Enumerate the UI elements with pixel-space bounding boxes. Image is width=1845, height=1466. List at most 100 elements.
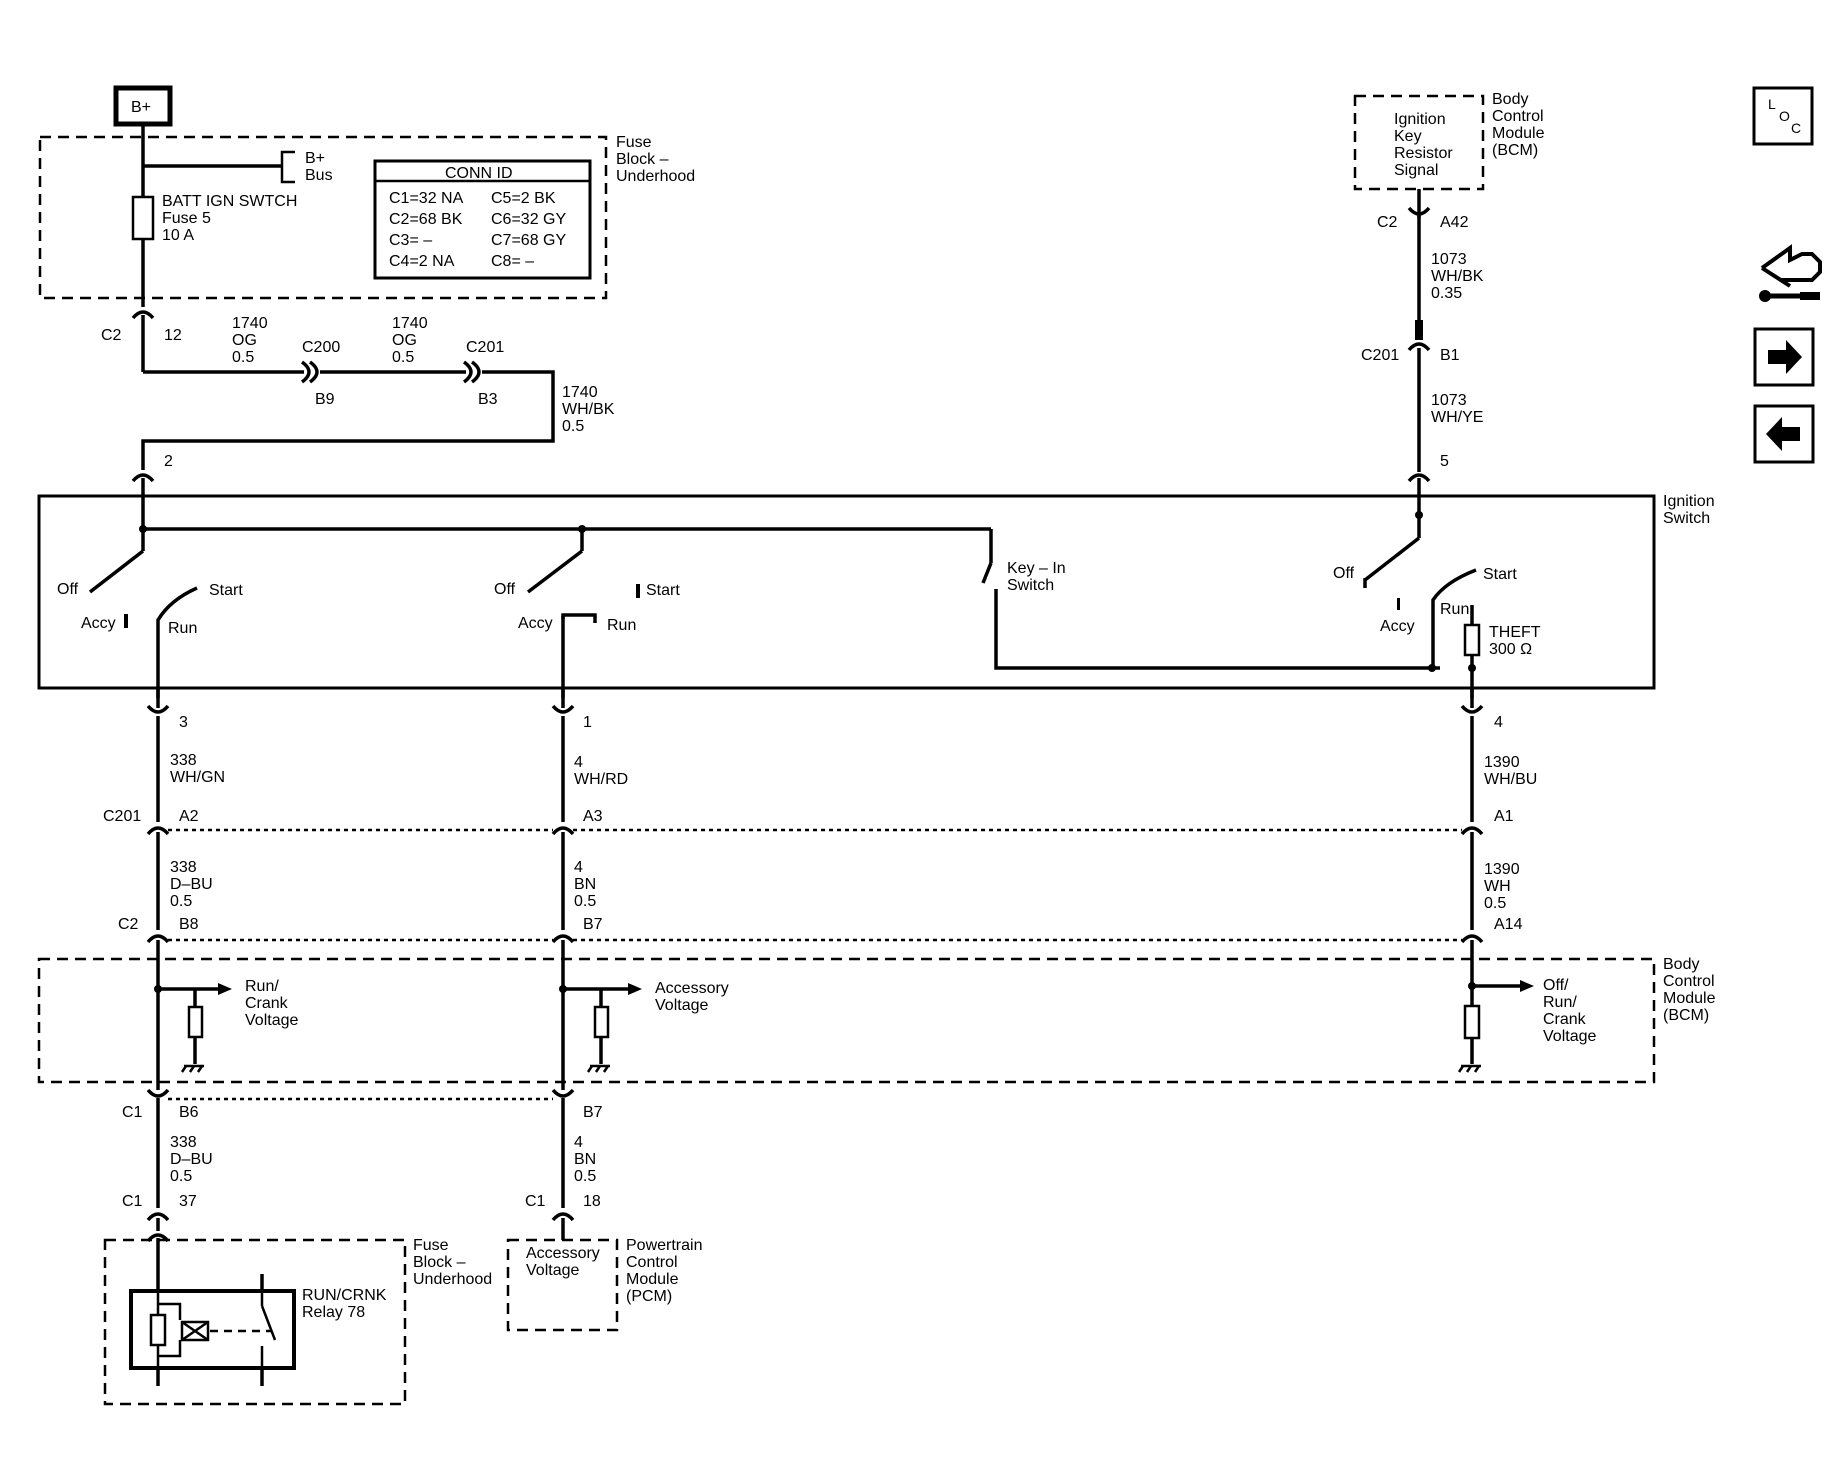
accessory-voltage-label: Accessory Voltage <box>655 980 733 1014</box>
run-crnk-relay <box>129 1274 296 1386</box>
svg-text:C1=32 NA: C1=32 NA <box>389 190 464 207</box>
wire-1740-og-b: 1740 OG 0.5 <box>392 315 432 366</box>
theft-resistor-icon <box>1463 623 1481 657</box>
loc-o: O <box>1779 108 1790 124</box>
sw3-start: Start <box>1483 566 1517 583</box>
pin-2: 2 <box>164 453 173 470</box>
wire-338-dbu-a: 338 D–BU 0.5 <box>170 859 217 910</box>
pin-a42: A42 <box>1440 214 1469 231</box>
run-crank-voltage-label: Run/ Crank Voltage <box>245 978 298 1029</box>
svg-text:C2=68 BK: C2=68 BK <box>389 211 463 228</box>
conn-id-title: CONN ID <box>445 165 513 182</box>
pin-1: 1 <box>583 714 592 731</box>
ignition-switch-box <box>37 494 1656 690</box>
pulldown-resistor-1-icon <box>187 1005 204 1039</box>
pin-b8: B8 <box>179 916 199 933</box>
sw2-start: Start <box>646 582 680 599</box>
pin-b7: B7 <box>583 916 603 933</box>
ground-icon-1 <box>180 1064 204 1073</box>
sw1-off: Off <box>57 581 79 598</box>
loc-c: C <box>1791 120 1801 136</box>
fuse-block-underhood-bottom <box>103 1238 407 1406</box>
bcm-mid-label: Body Control Module (BCM) <box>1663 956 1720 1024</box>
relay-label: RUN/CRNK Relay 78 <box>302 1287 391 1321</box>
svg-text:C7=68 GY: C7=68 GY <box>491 232 566 249</box>
pin-b1: B1 <box>1440 347 1460 364</box>
pcm-box <box>506 1238 619 1332</box>
ignition-key-resistor-label: Ignition Key Resistor Signal <box>1394 111 1457 179</box>
ignition-switch-label: Ignition Switch <box>1663 493 1719 527</box>
wire-4-whrd: 4 WH/RD <box>574 754 628 788</box>
pin-4: 4 <box>1494 714 1503 731</box>
connector-c2-mid: C2 <box>118 916 139 933</box>
loc-l: L <box>1768 96 1776 112</box>
fuse-icon <box>131 195 155 241</box>
connector-c201-top: C201 <box>466 339 504 356</box>
connector-c2-top: C2 <box>101 327 122 344</box>
fuse-block-top-label: Fuse Block – Underhood <box>616 134 695 185</box>
arrow-left-icon[interactable] <box>1753 404 1815 464</box>
connector-c200: C200 <box>302 339 340 356</box>
loc-button[interactable]: L O C <box>1752 86 1814 146</box>
connector-c2-bcm: C2 <box>1377 214 1398 231</box>
wire-1073-whbk: 1073 WH/BK 0.35 <box>1431 251 1488 302</box>
pin-b6: B6 <box>179 1104 199 1121</box>
svg-text:C8= –: C8= – <box>491 253 534 270</box>
theft-label: THEFT 300 Ω <box>1489 624 1545 658</box>
wire-4-bn-a: 4 BN 0.5 <box>574 859 601 910</box>
sw1-accy: Accy <box>81 615 116 632</box>
connector-c1-a: C1 <box>122 1104 143 1121</box>
sw1-run: Run <box>168 620 197 637</box>
pin-b9: B9 <box>315 391 335 408</box>
svg-text:C4=2 NA: C4=2 NA <box>389 253 455 270</box>
wire-1390-wh: 1390 WH 0.5 <box>1484 861 1524 912</box>
pin-a2: A2 <box>179 808 199 825</box>
conn-id-table: CONN ID C1=32 NA C2=68 BK C3= – C4=2 NA … <box>373 159 592 280</box>
connector-c1-b: C1 <box>122 1193 143 1210</box>
b-plus-label: B+ <box>131 99 151 116</box>
svg-text:C6=32 GY: C6=32 GY <box>491 211 566 228</box>
key-in-switch-label: Key – In Switch <box>1007 560 1070 594</box>
connector-c1-c: C1 <box>525 1193 546 1210</box>
arrow-right-icon[interactable] <box>1753 327 1815 387</box>
pin-a3: A3 <box>583 808 603 825</box>
wire-1073-whye: 1073 WH/YE <box>1431 392 1483 426</box>
connector-c201-mid: C201 <box>103 808 141 825</box>
sw3-run: Run <box>1440 601 1469 618</box>
sw1-start: Start <box>209 582 243 599</box>
wiring-tool-icon[interactable] <box>1759 244 1822 302</box>
bcm-top-box <box>1353 94 1485 191</box>
pin-37: 37 <box>179 1193 197 1210</box>
pcm-accessory-voltage-label: Accessory Voltage <box>526 1245 604 1279</box>
pcm-label: Powertrain Control Module (PCM) <box>626 1237 707 1305</box>
wire-1740-whbk: 1740 WH/BK 0.5 <box>562 384 619 435</box>
sw2-run: Run <box>607 617 636 634</box>
pin-b3: B3 <box>478 391 498 408</box>
off-run-crank-voltage-label: Off/ Run/ Crank Voltage <box>1543 977 1596 1045</box>
pin-a14: A14 <box>1494 916 1523 933</box>
wire-1740-og-a: 1740 OG 0.5 <box>232 315 272 366</box>
b-plus-bus-label: B+ Bus <box>305 150 333 184</box>
pulldown-resistor-3-icon <box>1463 1004 1481 1040</box>
pin-18: 18 <box>583 1193 601 1210</box>
bcm-top-label: Body Control Module (BCM) <box>1492 91 1549 159</box>
connector-c201-right: C201 <box>1361 347 1399 364</box>
sw3-accy: Accy <box>1380 618 1415 635</box>
sw3-off: Off <box>1333 565 1355 582</box>
svg-text:C3= –: C3= – <box>389 232 432 249</box>
pin-a1: A1 <box>1494 808 1514 825</box>
sw2-off: Off <box>494 581 516 598</box>
pulldown-resistor-2-icon <box>593 1005 610 1039</box>
fuse-block-underhood-top <box>38 135 608 300</box>
pin-12: 12 <box>164 327 182 344</box>
svg-text:C5=2 BK: C5=2 BK <box>491 190 556 207</box>
pin-3: 3 <box>179 714 188 731</box>
fuse-label: BATT IGN SWTCH Fuse 5 10 A <box>162 193 302 244</box>
wire-338-whgn: 338 WH/GN <box>170 752 225 786</box>
fuse-block-bottom-label: Fuse Block – Underhood <box>413 1237 492 1288</box>
ground-icon-2 <box>586 1064 610 1073</box>
pin-b7-low: B7 <box>583 1104 603 1121</box>
ground-icon-3 <box>1457 1064 1481 1073</box>
sw2-accy: Accy <box>518 615 553 632</box>
